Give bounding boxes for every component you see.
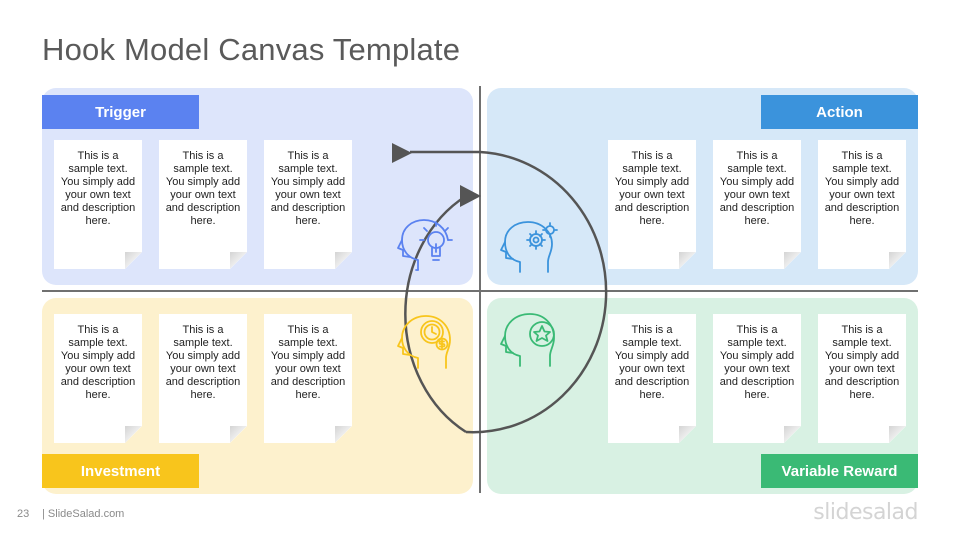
note-text: This is a sample text. You simply add yo… [165,324,241,401]
investment-note: This is a sample text. You simply add yo… [54,314,142,443]
vertical-divider [479,86,481,493]
head-gear-icon [500,221,558,273]
arrowhead-right-icon [460,185,481,207]
note-text: This is a sample text. You simply add yo… [60,324,136,401]
note-text: This is a sample text. You simply add yo… [824,324,900,401]
head-clock-dollar-icon [397,315,451,369]
note-text: This is a sample text. You simply add yo… [614,324,690,401]
trigger-note: This is a sample text. You simply add yo… [159,140,247,269]
note-text: This is a sample text. You simply add yo… [60,150,136,227]
note-text: This is a sample text. You simply add yo… [165,150,241,227]
investment-note: This is a sample text. You simply add yo… [264,314,352,443]
action-note: This is a sample text. You simply add yo… [608,140,696,269]
slide-number: 23 [17,508,30,520]
note-text: This is a sample text. You simply add yo… [270,150,346,227]
variable-reward-note: This is a sample text. You simply add yo… [608,314,696,443]
head-lightbulb-icon [397,219,453,271]
note-text: This is a sample text. You simply add yo… [270,324,346,401]
trigger-note: This is a sample text. You simply add yo… [54,140,142,269]
action-note: This is a sample text. You simply add yo… [713,140,801,269]
note-text: This is a sample text. You simply add yo… [614,150,690,227]
outer-cycle-arc [410,150,608,434]
head-star-icon [500,313,555,367]
inner-cycle-arc [404,194,467,434]
action-note: This is a sample text. You simply add yo… [818,140,906,269]
trigger-note: This is a sample text. You simply add yo… [264,140,352,269]
arrowhead-left-icon [392,143,412,163]
page-title: Hook Model Canvas Template [42,32,461,67]
slidesalad-logo: slidesalad [813,500,918,525]
note-text: This is a sample text. You simply add yo… [824,150,900,227]
investment-label: Investment [42,454,199,488]
note-text: This is a sample text. You simply add yo… [719,150,795,227]
note-text: This is a sample text. You simply add yo… [719,324,795,401]
variable-reward-note: This is a sample text. You simply add yo… [713,314,801,443]
trigger-label: Trigger [42,95,199,129]
horizontal-divider [42,290,918,292]
investment-note: This is a sample text. You simply add yo… [159,314,247,443]
variable-reward-label: Variable Reward [761,454,918,488]
footer-site-link: | SlideSalad.com [42,508,125,520]
variable-reward-note: This is a sample text. You simply add yo… [818,314,906,443]
action-label: Action [761,95,918,129]
